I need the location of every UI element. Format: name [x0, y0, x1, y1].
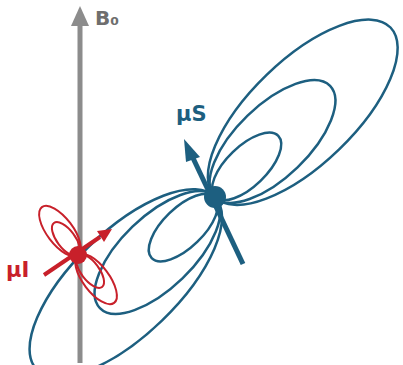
- electron-spin: [204, 186, 226, 208]
- field-arrowhead: [71, 6, 89, 26]
- electron-moment-arrowhead: [184, 139, 200, 162]
- field-line: [78, 24, 83, 363]
- electron-moment-axis: [193, 158, 243, 264]
- nuclear-moment-arrowhead: [97, 229, 112, 242]
- nuclear-spin: [69, 246, 87, 264]
- field-label: B₀: [95, 8, 119, 28]
- nuclear-moment-label: μI: [6, 260, 29, 281]
- nuclear-field-lines: [32, 199, 125, 310]
- electron-moment-label: μS: [176, 104, 207, 125]
- nuclear-moment-axis: [44, 237, 100, 275]
